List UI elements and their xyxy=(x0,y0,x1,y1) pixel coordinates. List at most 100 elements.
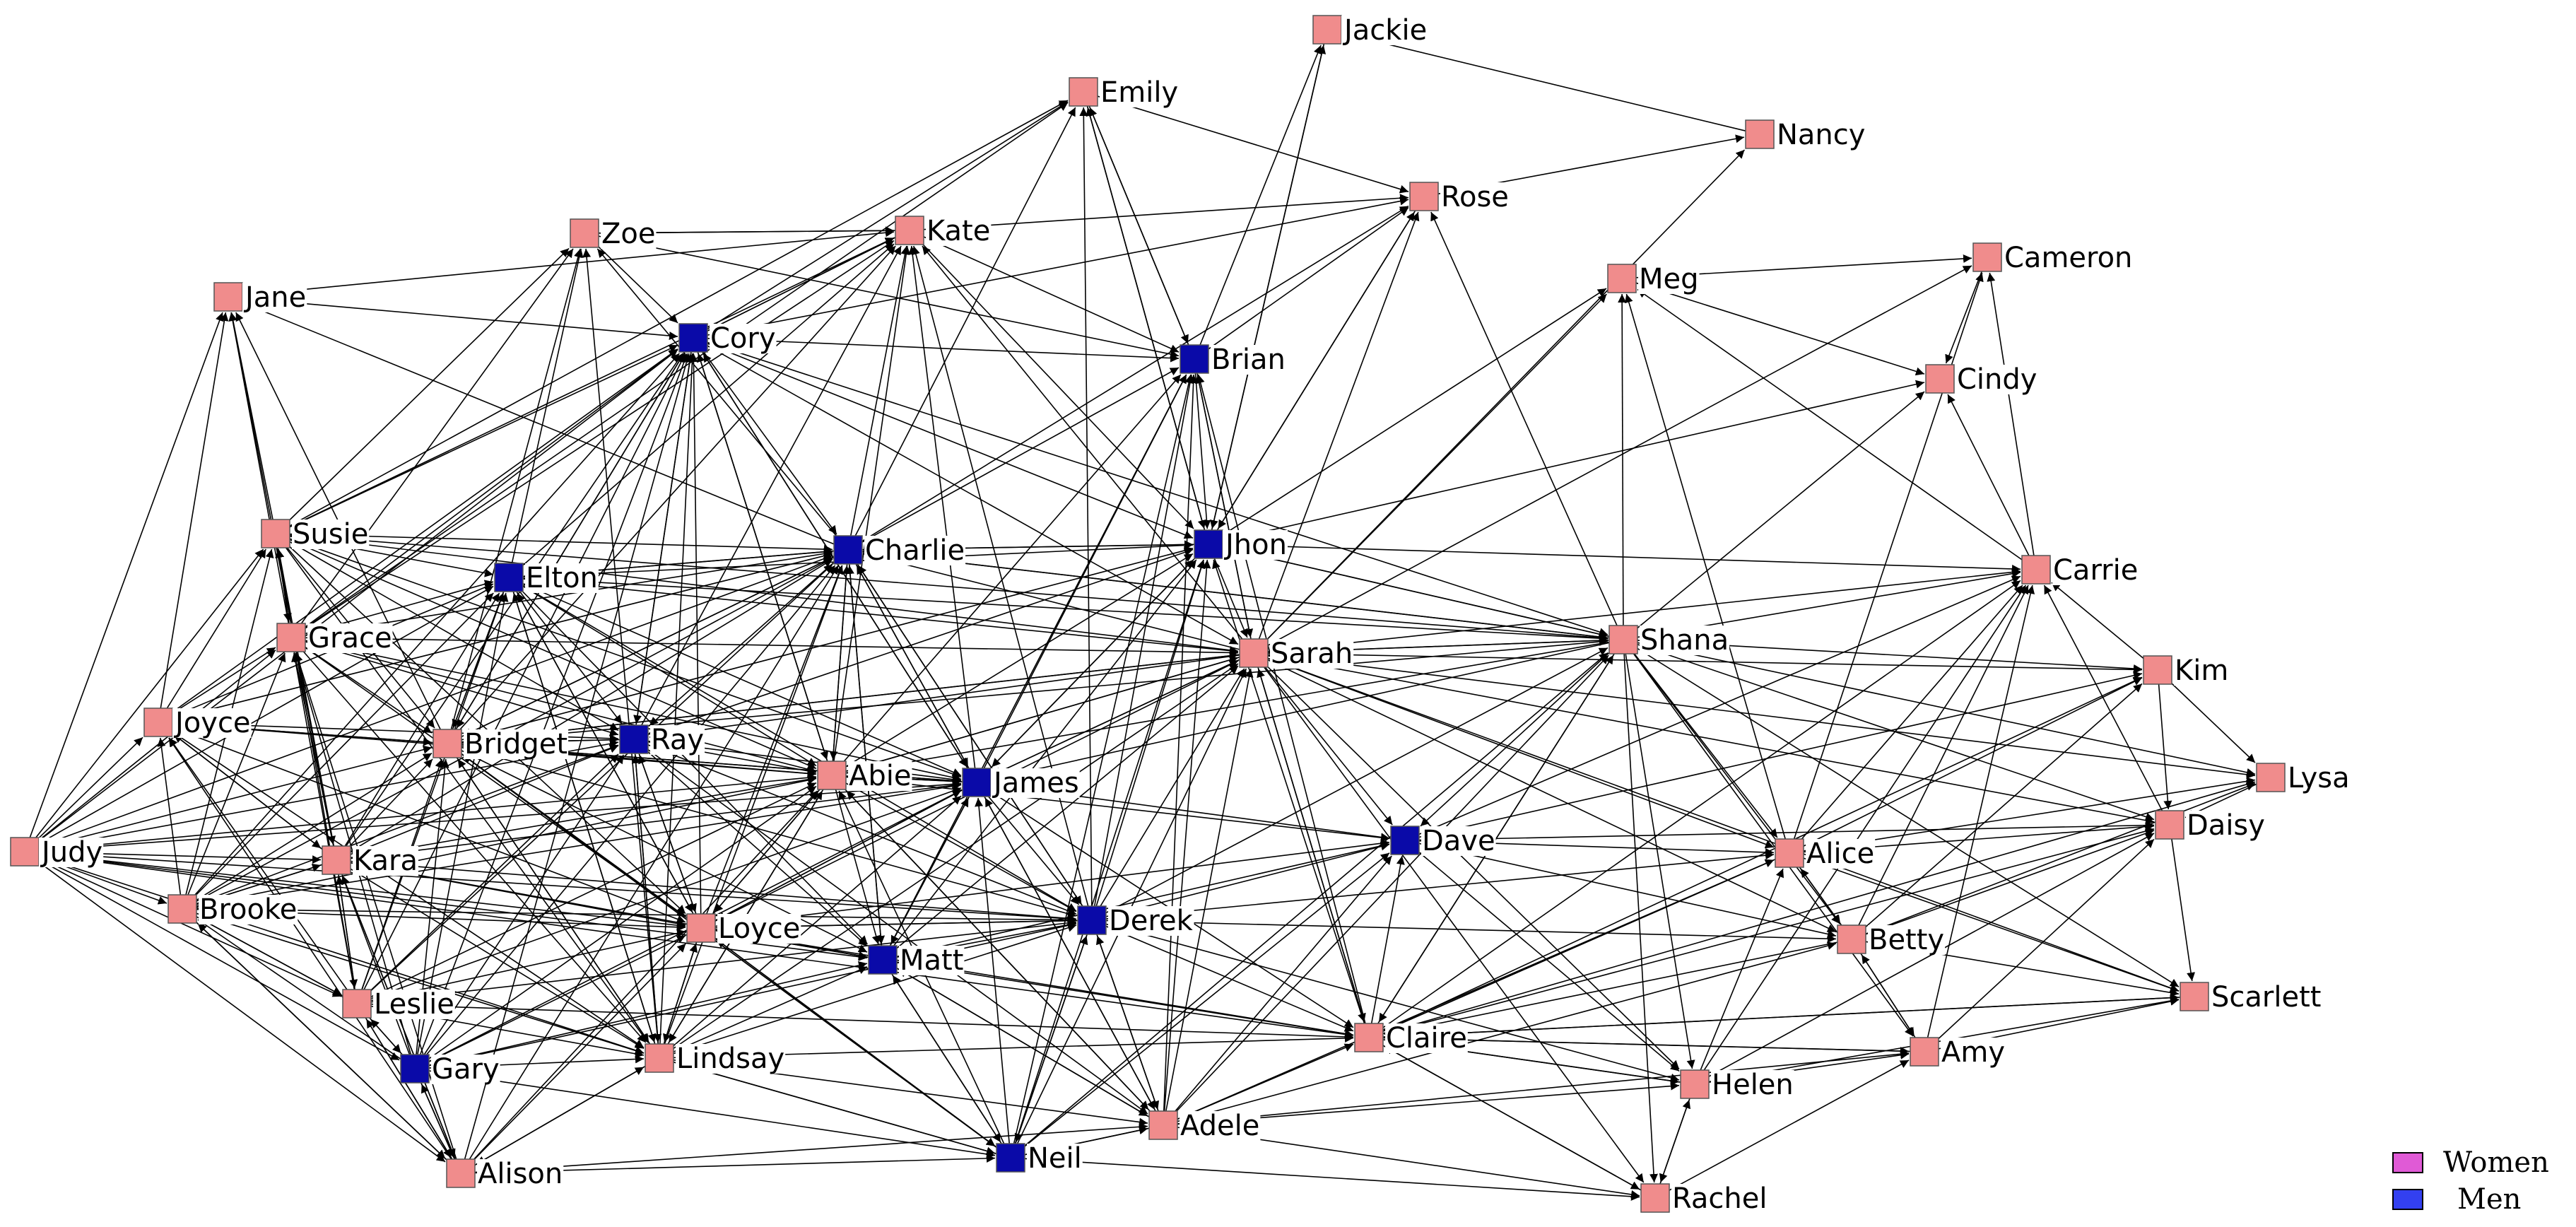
node-claire[interactable]: Claire xyxy=(1354,1022,1468,1055)
node-daisy[interactable]: Daisy xyxy=(2155,809,2266,842)
edge-shana-to-alice xyxy=(1633,653,1778,838)
node-square-helen[interactable] xyxy=(1680,1069,1710,1099)
node-square-alison[interactable] xyxy=(446,1158,476,1188)
node-square-claire[interactable] xyxy=(1354,1023,1384,1052)
node-emily[interactable]: Emily xyxy=(1069,76,1180,109)
node-square-emily[interactable] xyxy=(1069,77,1098,107)
node-square-carrie[interactable] xyxy=(2021,555,2051,585)
node-cindy[interactable]: Cindy xyxy=(1925,363,2038,396)
node-abie[interactable]: Abie xyxy=(817,760,912,792)
node-square-joyce[interactable] xyxy=(143,708,173,737)
node-square-cory[interactable] xyxy=(678,323,708,353)
node-gary[interactable]: Gary xyxy=(400,1053,500,1086)
node-nancy[interactable]: Nancy xyxy=(1745,119,1866,151)
node-joyce[interactable]: Joyce xyxy=(143,707,252,739)
node-square-susie[interactable] xyxy=(261,519,290,548)
node-brian[interactable]: Brian xyxy=(1180,344,1286,376)
node-alice[interactable]: Alice xyxy=(1775,838,1876,870)
node-square-abie[interactable] xyxy=(817,761,847,790)
node-shana[interactable]: Shana xyxy=(1608,624,1730,657)
node-zoe[interactable]: Zoe xyxy=(570,218,657,250)
node-kim[interactable]: Kim xyxy=(2143,654,2230,687)
node-sarah[interactable]: Sarah xyxy=(1239,638,1354,670)
node-jhon[interactable]: Jhon xyxy=(1194,529,1288,561)
node-square-charlie[interactable] xyxy=(833,535,863,565)
node-label-alison: Alison xyxy=(478,1158,563,1190)
node-carrie[interactable]: Carrie xyxy=(2021,554,2139,587)
node-square-james[interactable] xyxy=(962,768,992,797)
node-square-brian[interactable] xyxy=(1180,344,1209,374)
node-square-ray[interactable] xyxy=(619,724,649,754)
node-square-grace[interactable] xyxy=(276,623,306,652)
node-rose[interactable]: Rose xyxy=(1409,181,1510,213)
node-square-neil[interactable] xyxy=(996,1143,1025,1173)
node-square-jane[interactable] xyxy=(213,282,243,312)
node-lindsay[interactable]: Lindsay xyxy=(645,1043,786,1075)
node-elton[interactable]: Elton xyxy=(494,562,599,594)
node-square-amy[interactable] xyxy=(1910,1037,1939,1067)
node-square-bridget[interactable] xyxy=(433,729,462,758)
node-square-lysa[interactable] xyxy=(2256,763,2286,792)
node-amy[interactable]: Amy xyxy=(1910,1036,2006,1069)
node-derek[interactable]: Derek xyxy=(1077,905,1194,937)
node-square-daisy[interactable] xyxy=(2155,810,2184,840)
node-cory[interactable]: Cory xyxy=(678,322,777,355)
node-square-kara[interactable] xyxy=(322,845,351,875)
node-kate[interactable]: Kate xyxy=(895,215,992,247)
node-alison[interactable]: Alison xyxy=(446,1158,564,1190)
node-square-meg[interactable] xyxy=(1607,264,1637,293)
edge-susie-to-charlie xyxy=(289,533,833,554)
node-betty[interactable]: Betty xyxy=(1837,924,1946,956)
node-square-dave[interactable] xyxy=(1390,826,1420,855)
node-square-brooke[interactable] xyxy=(167,894,197,924)
node-square-cameron[interactable] xyxy=(1972,242,2002,272)
node-square-rachel[interactable] xyxy=(1640,1183,1670,1213)
node-rachel[interactable]: Rachel xyxy=(1640,1182,1768,1215)
node-square-alice[interactable] xyxy=(1775,838,1804,868)
node-matt[interactable]: Matt xyxy=(868,944,965,977)
node-square-kate[interactable] xyxy=(895,216,924,245)
node-square-sarah[interactable] xyxy=(1239,638,1269,668)
node-square-scarlett[interactable] xyxy=(2180,982,2209,1011)
node-neil[interactable]: Neil xyxy=(996,1142,1083,1175)
node-brooke[interactable]: Brooke xyxy=(167,893,298,926)
node-jane[interactable]: Jane xyxy=(213,281,307,314)
node-square-cindy[interactable] xyxy=(1925,364,1955,394)
node-judy[interactable]: Judy xyxy=(10,836,104,869)
node-ray[interactable]: Ray xyxy=(619,724,705,756)
node-square-adele[interactable] xyxy=(1148,1110,1178,1140)
node-square-rose[interactable] xyxy=(1409,182,1439,211)
node-charlie[interactable]: Charlie xyxy=(833,534,966,567)
node-dave[interactable]: Dave xyxy=(1390,825,1496,857)
node-square-loyce[interactable] xyxy=(686,913,716,943)
node-square-derek[interactable] xyxy=(1077,905,1107,935)
node-james[interactable]: James xyxy=(962,767,1080,799)
node-scarlett[interactable]: Scarlett xyxy=(2180,981,2322,1014)
node-square-lindsay[interactable] xyxy=(645,1043,674,1073)
node-square-judy[interactable] xyxy=(10,837,40,867)
node-square-zoe[interactable] xyxy=(570,218,599,248)
node-loyce[interactable]: Loyce xyxy=(686,912,801,945)
node-square-shana[interactable] xyxy=(1608,625,1638,654)
node-square-gary[interactable] xyxy=(400,1054,430,1084)
node-susie[interactable]: Susie xyxy=(261,518,370,551)
node-bridget[interactable]: Bridget xyxy=(433,728,569,761)
node-lysa[interactable]: Lysa xyxy=(2256,762,2351,794)
node-cameron[interactable]: Cameron xyxy=(1972,242,2134,274)
node-square-elton[interactable] xyxy=(494,563,524,592)
node-square-matt[interactable] xyxy=(868,945,898,975)
node-square-kim[interactable] xyxy=(2143,655,2172,685)
node-grace[interactable]: Grace xyxy=(276,622,393,654)
node-square-jhon[interactable] xyxy=(1194,529,1223,559)
node-square-leslie[interactable] xyxy=(342,989,372,1018)
node-square-nancy[interactable] xyxy=(1745,119,1775,149)
node-helen[interactable]: Helen xyxy=(1680,1069,1794,1101)
node-square-betty[interactable] xyxy=(1837,924,1866,954)
node-jackie[interactable]: Jackie xyxy=(1312,14,1428,47)
edge-judy-to-claire xyxy=(38,853,1354,1039)
node-square-jackie[interactable] xyxy=(1312,15,1342,45)
node-kara[interactable]: Kara xyxy=(322,845,418,877)
node-meg[interactable]: Meg xyxy=(1607,263,1700,295)
node-leslie[interactable]: Leslie xyxy=(342,988,455,1021)
node-adele[interactable]: Adele xyxy=(1148,1110,1261,1142)
